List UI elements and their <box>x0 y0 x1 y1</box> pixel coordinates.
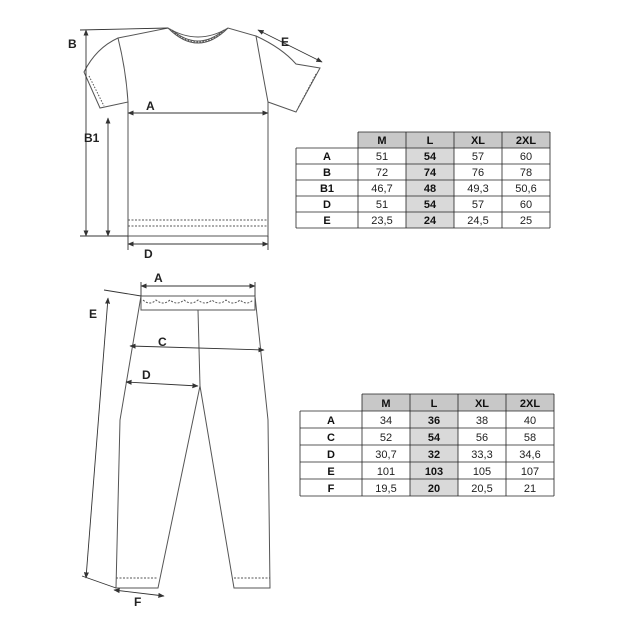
table-header-cell: XL <box>475 398 489 410</box>
table-cell: 40 <box>524 415 536 427</box>
label-D: D <box>142 368 151 382</box>
pants-drawing: A E C D F <box>81 271 271 609</box>
table-cell: 54 <box>424 199 437 211</box>
dim-line-C <box>129 343 265 353</box>
ext-line <box>103 289 142 297</box>
table-row-label: F <box>328 483 335 495</box>
table-cell: 57 <box>472 151 484 163</box>
table-cell: 51 <box>376 151 388 163</box>
dim-line-E <box>257 29 323 63</box>
table-row-label: C <box>327 432 335 444</box>
table-cell: 33,3 <box>471 449 492 461</box>
tshirt-right-sleeve-seam <box>255 35 269 103</box>
table-cell: 46,7 <box>371 183 392 195</box>
table-cell: 25 <box>520 215 532 227</box>
table-cell: 21 <box>524 483 536 495</box>
dim-line-D <box>125 379 199 389</box>
table-row-label: B <box>323 167 331 179</box>
table-cell: 60 <box>520 199 532 211</box>
table-cell: 76 <box>472 167 484 179</box>
table-row-label: D <box>323 199 331 211</box>
table-cell: 72 <box>376 167 388 179</box>
table-cell: 103 <box>425 466 443 478</box>
table-header-cell: M <box>381 398 390 410</box>
table-cell: 74 <box>424 167 437 179</box>
table-cell: 32 <box>428 449 440 461</box>
table-header-cell: 2XL <box>520 398 540 410</box>
table-cell: 36 <box>428 415 440 427</box>
table-highlight-column <box>410 411 458 496</box>
label-D: D <box>144 247 153 261</box>
table-header-cell: L <box>427 135 434 147</box>
table-cell: 78 <box>520 167 532 179</box>
pants-outline <box>115 295 271 589</box>
tshirt-left-sleeve-seam <box>117 37 129 103</box>
table-cell: 23,5 <box>371 215 392 227</box>
pants-waistband-gather <box>142 299 254 304</box>
table-cell: 107 <box>521 466 539 478</box>
table-cell: 34,6 <box>519 449 540 461</box>
table-row-label: B1 <box>320 183 334 195</box>
tshirt-outline <box>83 27 321 237</box>
tshirt-drawing: B A B1 D E <box>68 27 323 261</box>
table-cell: 51 <box>376 199 388 211</box>
pants-waistband <box>140 295 256 311</box>
table-cell: 101 <box>377 466 395 478</box>
table-cell: 50,6 <box>515 183 536 195</box>
tshirt-sleeve-hem <box>88 75 105 107</box>
table-cell: 60 <box>520 151 532 163</box>
table-row-label: D <box>327 449 335 461</box>
table-header-cell: M <box>377 135 386 147</box>
table-row-label: E <box>323 215 330 227</box>
table-cell: 24 <box>424 215 437 227</box>
table-cell: 38 <box>476 415 488 427</box>
tshirt-collar-rib <box>169 28 227 43</box>
table-cell: 54 <box>428 432 441 444</box>
pants-size-table: M L XL 2XL A 34 36 38 40C 52 54 56 58D 30,7 32 33,3 34,6… <box>299 393 555 497</box>
table-header-cell: XL <box>471 135 485 147</box>
table-cell: 48 <box>424 183 436 195</box>
table-cell: 52 <box>380 432 392 444</box>
table-cell: 24,5 <box>467 215 488 227</box>
table-cell: 54 <box>424 151 437 163</box>
table-cell: 34 <box>380 415 392 427</box>
ext-line <box>79 27 169 31</box>
table-cell: 20,5 <box>471 483 492 495</box>
label-E: E <box>89 307 97 321</box>
table-cell: 57 <box>472 199 484 211</box>
label-A: A <box>154 271 163 285</box>
table-cell: 49,3 <box>467 183 488 195</box>
table-header-cell: 2XL <box>516 135 536 147</box>
table-row-label: A <box>327 415 335 427</box>
table-header-cell: L <box>431 398 438 410</box>
label-B: B <box>68 37 77 51</box>
table-row-label: A <box>323 151 331 163</box>
tshirt-sleeve-hem <box>297 73 317 109</box>
table-cell: 20 <box>428 483 440 495</box>
tshirt-collar <box>167 27 229 44</box>
table-cell: 30,7 <box>375 449 396 461</box>
table-cell: 105 <box>473 466 491 478</box>
label-F: F <box>134 595 141 609</box>
label-E: E <box>281 35 289 49</box>
table-cell: 19,5 <box>375 483 396 495</box>
table-row-label: E <box>327 466 334 478</box>
table-highlight-column <box>406 148 454 228</box>
label-B1: B1 <box>84 131 100 145</box>
label-C: C <box>158 335 167 349</box>
ext-line <box>81 575 117 589</box>
table-cell: 56 <box>476 432 488 444</box>
table-cell: 58 <box>524 432 536 444</box>
dim-line-E <box>83 297 111 579</box>
label-A: A <box>146 99 155 113</box>
dim-line-F <box>113 588 165 598</box>
